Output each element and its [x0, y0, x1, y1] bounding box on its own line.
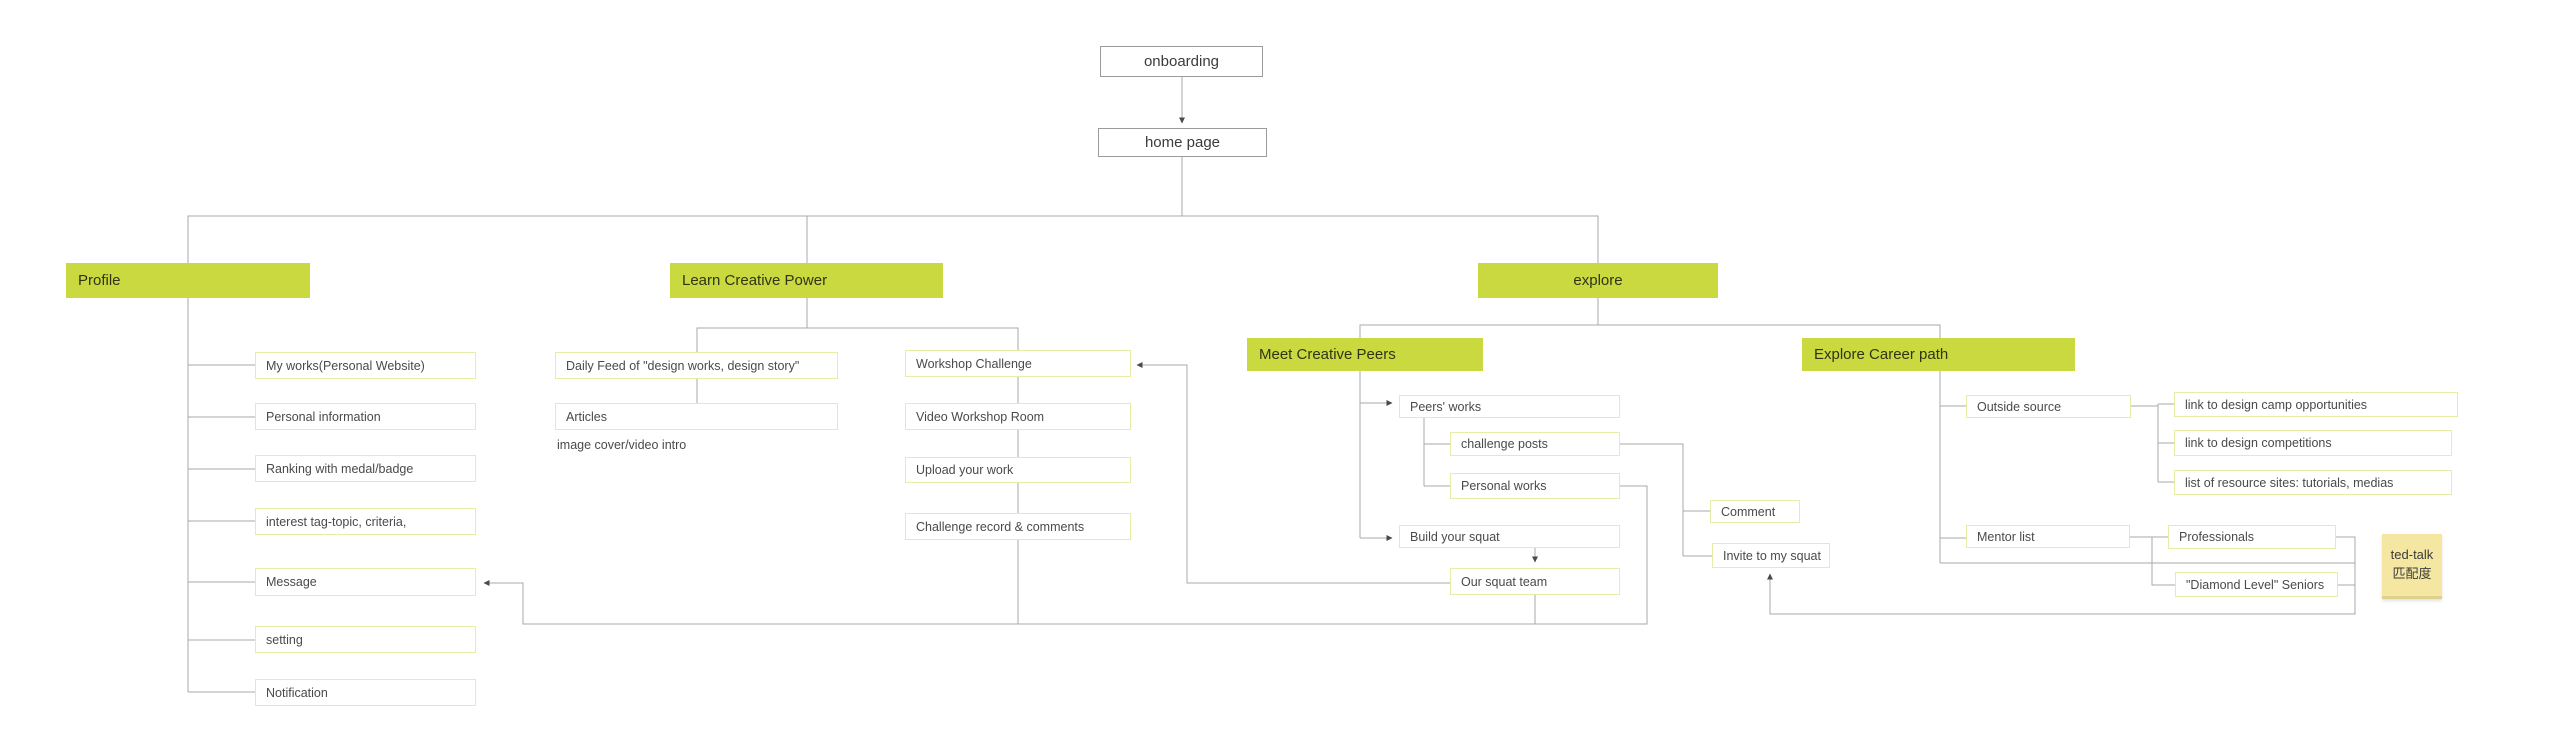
edge-career-trunk	[1939, 371, 2355, 564]
node-challenge-posts[interactable]: challenge posts	[1450, 432, 1620, 456]
edge-learn-split	[696, 298, 1019, 352]
edge-squadteam-to-workshopchallenge	[1136, 362, 1450, 584]
edge-personalworks-to-message	[483, 485, 1648, 625]
section-explore[interactable]: explore	[1478, 263, 1718, 298]
node-onboarding[interactable]: onboarding	[1100, 46, 1263, 77]
node-message[interactable]: Message	[255, 568, 476, 596]
node-link-design-camp[interactable]: link to design camp opportunities	[2174, 392, 2458, 417]
node-peers-works[interactable]: Peers' works	[1399, 395, 1620, 418]
node-challenge-record-comments[interactable]: Challenge record & comments	[905, 513, 1131, 540]
node-list-resource-sites[interactable]: list of resource sites: tutorials, media…	[2174, 470, 2452, 495]
section-learn-creative-power[interactable]: Learn Creative Power	[670, 263, 943, 298]
node-diamond-level-seniors[interactable]: "Diamond Level" Seniors	[2175, 572, 2338, 597]
sticky-line-1: ted-talk	[2390, 547, 2434, 563]
edge-outsidesource-links	[2131, 403, 2174, 483]
node-invite-to-my-squat[interactable]: Invite to my squat	[1712, 543, 1830, 568]
section-meet-creative-peers[interactable]: Meet Creative Peers	[1247, 338, 1483, 371]
node-professionals[interactable]: Professionals	[2168, 525, 2336, 549]
node-personal-information[interactable]: Personal information	[255, 403, 476, 430]
node-personal-works[interactable]: Personal works	[1450, 473, 1620, 499]
edge-explore-split	[1359, 298, 1941, 338]
node-my-works[interactable]: My works(Personal Website)	[255, 352, 476, 379]
note-image-cover-video-intro: image cover/video intro	[557, 438, 687, 452]
node-setting[interactable]: setting	[255, 626, 476, 653]
node-daily-feed[interactable]: Daily Feed of "design works, design stor…	[555, 352, 838, 379]
node-comment[interactable]: Comment	[1710, 500, 1800, 523]
node-outside-source[interactable]: Outside source	[1966, 395, 2131, 418]
node-build-your-squat[interactable]: Build your squat	[1399, 525, 1620, 548]
node-video-workshop-room[interactable]: Video Workshop Room	[905, 403, 1131, 430]
node-upload-your-work[interactable]: Upload your work	[905, 457, 1131, 483]
node-link-design-competitions[interactable]: link to design competitions	[2174, 430, 2452, 456]
node-notification[interactable]: Notification	[255, 679, 476, 706]
edge-peersworks-sub	[1423, 418, 1450, 487]
edge-challengeposts-to-comment-invite	[1620, 443, 1712, 557]
node-workshop-challenge[interactable]: Workshop Challenge	[905, 350, 1131, 377]
section-explore-career-path[interactable]: Explore Career path	[1802, 338, 2075, 371]
sticky-line-2: 匹配度	[2392, 566, 2432, 581]
sticky-note-ted-talk[interactable]: ted-talk 匹配度	[2382, 534, 2442, 599]
edge-profile-children	[187, 298, 255, 693]
node-home-page[interactable]: home page	[1098, 128, 1267, 157]
node-mentor-list[interactable]: Mentor list	[1966, 525, 2130, 548]
node-ranking-medal-badge[interactable]: Ranking with medal/badge	[255, 455, 476, 482]
edge-mentorlist-sub	[2130, 536, 2175, 586]
edge-home-to-sections	[187, 157, 1599, 263]
section-profile[interactable]: Profile	[66, 263, 310, 298]
node-our-squat-team[interactable]: Our squat team	[1450, 568, 1620, 595]
node-interest-tag[interactable]: interest tag-topic, criteria,	[255, 508, 476, 535]
node-articles[interactable]: Articles	[555, 403, 838, 430]
edge-professionals-to-invite	[1767, 536, 2356, 615]
